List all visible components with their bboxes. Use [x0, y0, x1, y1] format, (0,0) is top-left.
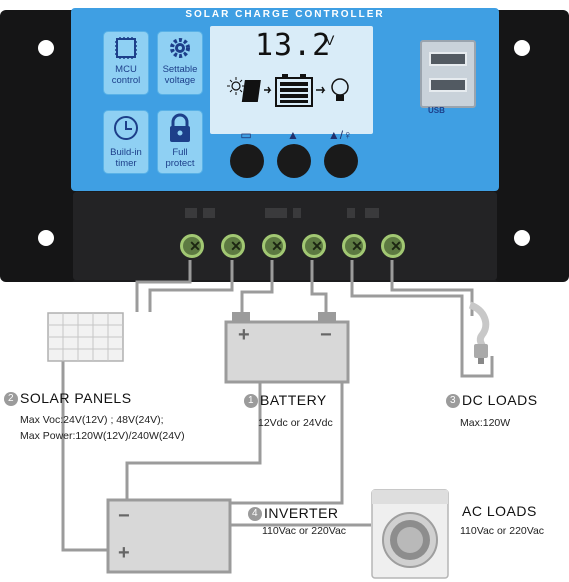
- mount-hole-bottom-left: [38, 230, 54, 246]
- panel-title: SOLAR CHARGE CONTROLLER: [185, 9, 385, 20]
- number-badge: 3: [446, 394, 460, 409]
- mount-hole-bottom-right: [514, 230, 530, 246]
- tile-label: MCU: [115, 64, 137, 75]
- padlock-icon: [170, 113, 190, 142]
- warning-icon: ▲: [287, 128, 299, 142]
- mount-hole-top-left: [38, 40, 54, 56]
- terminal-battery-negative[interactable]: ✕: [302, 234, 326, 258]
- tile-label: control: [111, 75, 141, 86]
- battery-minus-sign: −: [320, 324, 332, 346]
- voltage-reading: 13.2: [255, 28, 332, 63]
- terminal-load-negative[interactable]: ✕: [381, 234, 405, 258]
- battery-marking-icon: [265, 208, 301, 218]
- inverter-minus-sign: −: [118, 505, 130, 527]
- battery-plus-sign: +: [238, 324, 250, 346]
- mounting-ear-right: [494, 10, 569, 282]
- solar-spec-power: Max Power:120W(12V)/240W(24V): [20, 430, 185, 442]
- washing-machine-icon: [371, 489, 449, 579]
- lcd-display: [210, 26, 373, 134]
- terminal-battery-positive[interactable]: ✕: [262, 234, 286, 258]
- gear-icon: [170, 38, 190, 58]
- solar-panels-title: SOLAR PANELS: [20, 390, 132, 406]
- number-badge: 2: [4, 392, 18, 407]
- tile-label: Build-in: [110, 147, 142, 158]
- clock-icon: [114, 116, 138, 140]
- tile-settable-voltage: Settable voltage: [157, 31, 203, 95]
- battery-title: BATTERY: [260, 392, 327, 408]
- arrow-icon: [264, 86, 272, 94]
- tile-label: Settable: [162, 64, 198, 75]
- tile-mcu: MCU control: [103, 31, 149, 95]
- mount-hole-top-right: [514, 40, 530, 56]
- tile-label: timer: [115, 158, 137, 169]
- tile-label: voltage: [164, 75, 196, 86]
- battery-icon: [224, 312, 350, 384]
- usb-logo: USB: [428, 106, 445, 115]
- screen-icon: ▭: [240, 128, 252, 142]
- number-badge: 4: [248, 507, 262, 522]
- usb-port-block[interactable]: [420, 40, 476, 108]
- inverter-title: INVERTER: [264, 505, 339, 521]
- terminal-markings: [185, 208, 379, 218]
- terminal-solar-negative[interactable]: ✕: [221, 234, 245, 258]
- load-marking-icon: [347, 208, 379, 218]
- usb-port[interactable]: [429, 78, 467, 92]
- tile-timer: Build-in timer: [103, 110, 149, 174]
- alarm-button[interactable]: [277, 144, 311, 178]
- load-button[interactable]: [324, 144, 358, 178]
- terminal-load-positive[interactable]: ✕: [342, 234, 366, 258]
- terminal-solar-positive[interactable]: ✕: [180, 234, 204, 258]
- ac-loads-spec: 110Vac or 220Vac: [460, 525, 545, 537]
- light-icon: ▲/♀: [327, 128, 353, 142]
- lcd-flow-diagram: [227, 74, 349, 107]
- tile-full-protect: Full protect: [157, 110, 203, 174]
- solar-marking-icon: [185, 208, 215, 218]
- chip-icon: [115, 37, 137, 59]
- inverter-plus-sign: +: [118, 542, 130, 564]
- menu-button[interactable]: [230, 144, 264, 178]
- ac-loads-label: AC LOADS: [462, 503, 537, 519]
- number-badge: 1: [244, 394, 258, 409]
- inverter-icon: [106, 498, 232, 574]
- solar-spec-voc: Max Voc:24V(12V) ; 48V(24V);: [20, 414, 164, 426]
- usb-port[interactable]: [429, 52, 467, 66]
- arrow-icon: [316, 86, 326, 94]
- lcd-battery-icon: [275, 74, 313, 107]
- inverter-spec: 110Vac or 220Vac: [262, 525, 347, 537]
- solar-panel-icon: [47, 312, 124, 362]
- terminal-block: [73, 192, 497, 280]
- cfl-bulb-icon: [468, 301, 490, 364]
- lcd-panel-icon: [241, 80, 261, 102]
- battery-spec: 12Vdc or 24Vdc: [258, 417, 333, 429]
- voltage-unit: V: [325, 32, 335, 48]
- dc-loads-title: DC LOADS: [462, 392, 538, 408]
- tile-label: protect: [165, 158, 195, 169]
- sun-icon: [227, 77, 245, 95]
- dc-loads-spec: Max:120W: [460, 417, 511, 429]
- tile-label: Full: [172, 147, 188, 158]
- lcd-bulb-icon: [331, 78, 349, 101]
